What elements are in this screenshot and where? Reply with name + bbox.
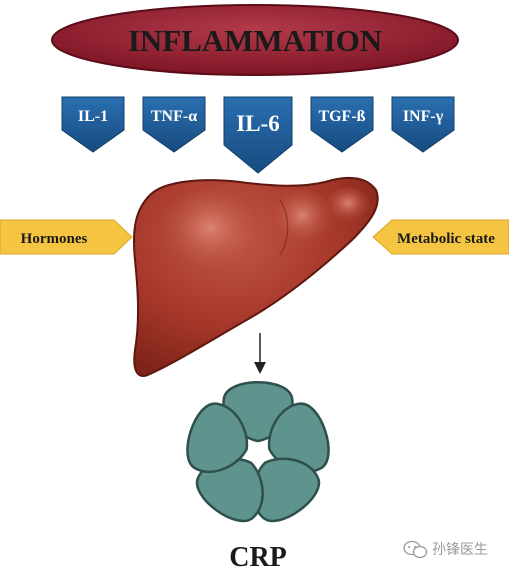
cytokine-arrow-inf: INF-γ (391, 96, 455, 153)
crp-pentamer (186, 381, 330, 523)
cytokine-label: TGF-ß (318, 108, 365, 125)
wechat-icon (403, 540, 428, 559)
title-ellipse: INFLAMMATION (51, 4, 459, 76)
title-text: INFLAMMATION (128, 23, 382, 58)
cytokine-label: INF-γ (403, 108, 444, 125)
watermark-text: 孙锋医生 (432, 542, 488, 558)
cytokine-label: TNF-α (151, 108, 197, 125)
cytokine-arrow-il6: IL-6 (223, 96, 293, 174)
watermark: 孙锋医生 (403, 540, 488, 559)
metabolic-state-arrow: Metabolic state (372, 219, 509, 255)
liver-illustration (132, 176, 379, 377)
cytokine-label: IL-6 (236, 111, 279, 136)
cytokine-label: IL-1 (78, 108, 108, 125)
cytokine-arrow-tnf: TNF-α (142, 96, 206, 153)
crp-label: CRP (229, 542, 287, 573)
hormones-label: Hormones (21, 231, 88, 247)
crp-subunit (186, 402, 249, 474)
cytokine-arrow-il1: IL-1 (61, 96, 125, 153)
hormones-arrow: Hormones (0, 219, 133, 255)
cytokine-arrow-tgf: TGF-ß (310, 96, 374, 153)
cytokine-arrows: IL-1 TNF-α IL-6 TGF-ß INF-γ (61, 96, 455, 174)
metabolic-state-label: Metabolic state (397, 231, 495, 247)
